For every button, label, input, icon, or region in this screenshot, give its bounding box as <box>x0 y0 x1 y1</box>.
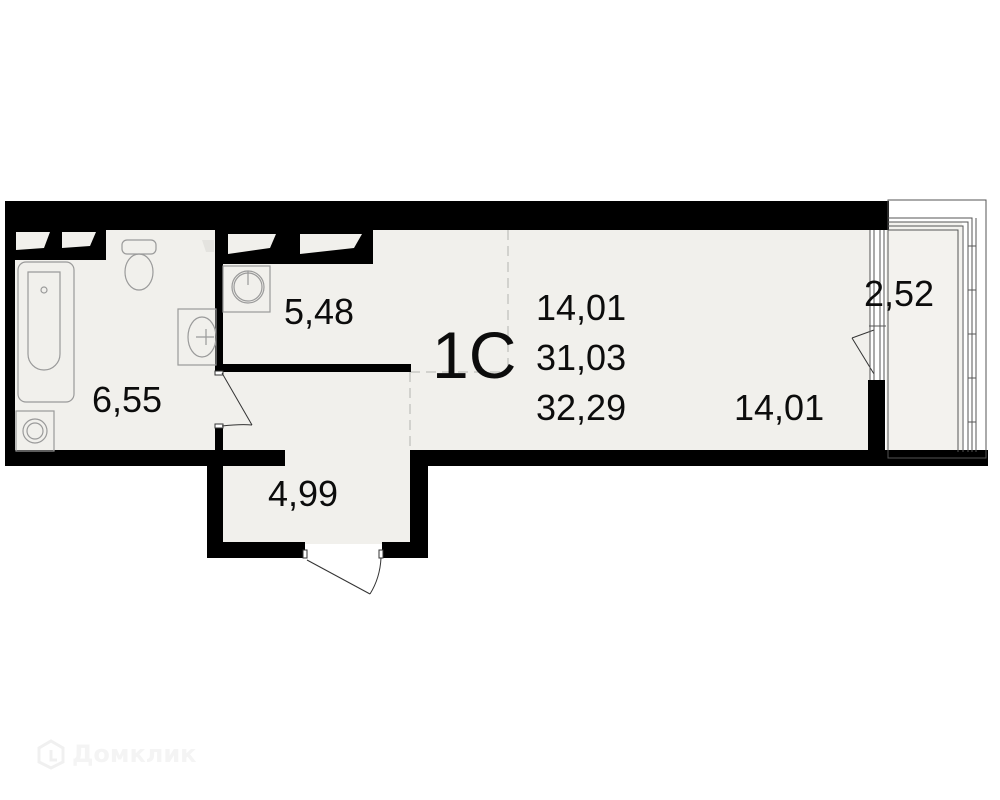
windows <box>16 232 362 254</box>
living-area-summary: 14,01 <box>536 287 627 328</box>
apartment-type-label: 1С <box>432 318 517 392</box>
hallway-area-label: 4,99 <box>268 473 339 514</box>
total-area-summary: 31,03 <box>536 337 627 378</box>
stove-icon <box>222 265 271 313</box>
bathroom-area-label: 6,55 <box>92 379 163 420</box>
living-room-area-label: 14,01 <box>734 387 825 428</box>
floor-areas <box>14 222 962 544</box>
sink-icon <box>177 308 217 366</box>
balcony-glazing <box>869 199 987 459</box>
balcony-area-label: 2,52 <box>864 273 935 314</box>
washing-machine-icon <box>15 410 55 452</box>
bathtub-icon <box>17 261 75 403</box>
watermark-text: Домклик <box>72 740 197 768</box>
zone-divider-lines <box>409 230 509 452</box>
entrance-door-icon <box>302 549 384 595</box>
bathroom-door-icon <box>214 370 253 429</box>
kitchen-area-label: 5,48 <box>284 291 355 332</box>
house-logo-icon <box>37 739 65 770</box>
watermark: Домклик <box>36 738 196 770</box>
toilet-icon <box>121 239 157 291</box>
total-with-balcony-summary: 32,29 <box>536 387 627 428</box>
